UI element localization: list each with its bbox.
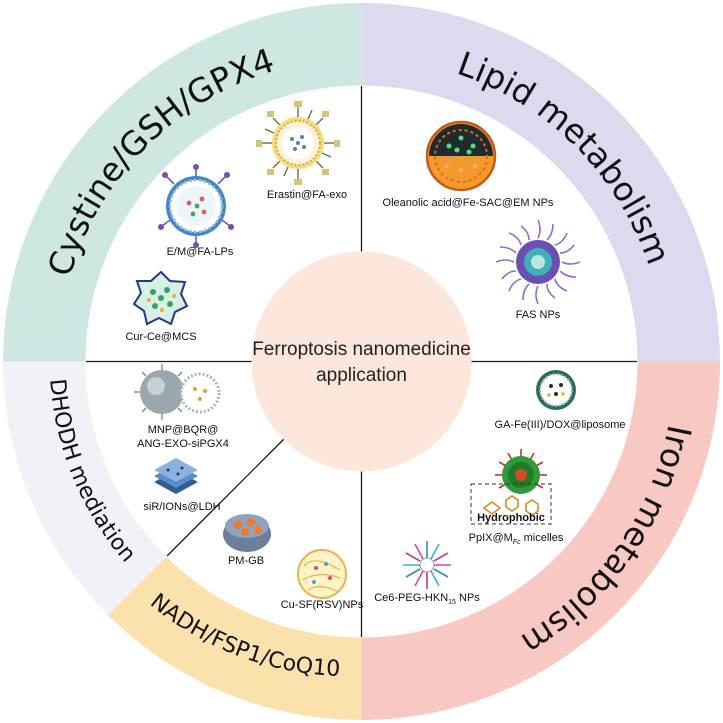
center-title-line1: Ferroptosis nanomedicine (252, 339, 471, 360)
label-hydrophobic: Hydrophobic (477, 512, 545, 524)
cu-sf-rsv-nps-icon (297, 549, 347, 599)
label-cur-ce-mcs: Cur-Ce@MCS (125, 331, 196, 343)
center-circle (251, 251, 472, 472)
label-cu-sf-rsv-nps: Cu-SF(RSV)NPs (281, 599, 364, 611)
label-pplx-micelles: PpIX@MFc micelles (469, 532, 564, 546)
erastin-exosome-icon (256, 101, 340, 185)
exosome-sipgx4-icon (179, 372, 221, 414)
chemical-structure-icon (482, 495, 539, 516)
label-ce6-peg-hkn15-nps: Ce6-PEG-HKN15 NPs (374, 592, 480, 606)
sir-ions-ldh-icon (154, 458, 198, 494)
mnp-bqr-nanoparticle-icon (134, 364, 190, 420)
label-fas-nps: FAS NPs (516, 309, 561, 321)
label-mnp-bqr-line2: ANG-EXO-siPGX4 (137, 438, 229, 450)
label-ga-fe-dox-liposome: GA-Fe(III)/DOX@liposome (495, 419, 626, 431)
label-em-fa-lps: E/M@FA-LPs (167, 246, 234, 258)
label-sir-ions-ldh: siR/IONs@LDH (143, 501, 220, 513)
label-pm-gb: PM-GB (228, 555, 264, 567)
divider-lines (86, 86, 637, 637)
fas-nps-micelle-icon (495, 219, 581, 305)
label-erastin-fa-exo: Erastin@FA-exo (267, 189, 347, 201)
hydrophobic-dashed-box (470, 483, 552, 525)
em-fa-liposome-icon (158, 164, 234, 248)
oleanolic-acid-nanoparticle-icon (425, 120, 497, 192)
cur-ce-mcs-icon (132, 270, 189, 326)
pm-gb-cup-icon (223, 514, 271, 552)
center-title-line2: application (316, 365, 407, 386)
label-mnp-bqr-line1: MNP@BQR@ (148, 424, 219, 436)
ce6-peg-hkn-icon (403, 541, 451, 589)
label-oleanolic-acid-fe-sac-em-nps: Oleanolic acid@Fe-SAC@EM NPs (383, 197, 554, 209)
ga-fe-dox-liposome-icon (536, 370, 576, 410)
